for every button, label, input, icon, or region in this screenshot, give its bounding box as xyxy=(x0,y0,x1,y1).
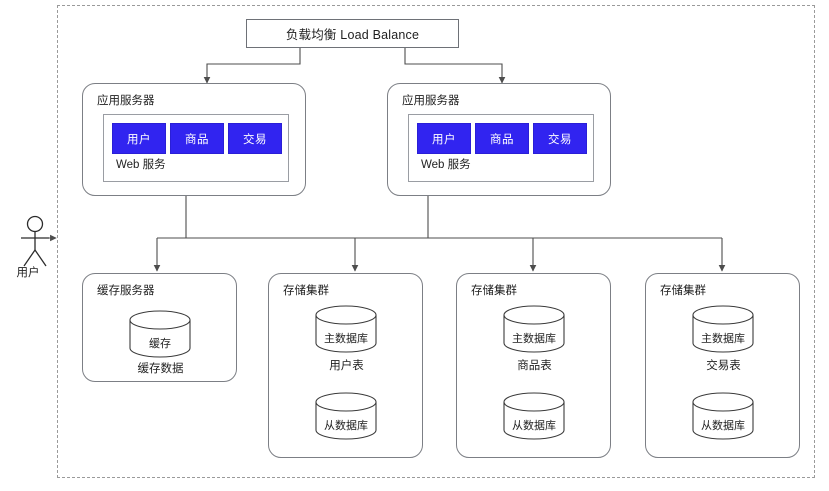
app-server-1-web-label: Web 服务 xyxy=(116,159,166,171)
service-label: 交易 xyxy=(243,133,267,146)
load-balancer-label: 负载均衡 Load Balance xyxy=(285,28,420,42)
app-server-2-web-frame: 用户 商品 交易 Web 服务 xyxy=(408,114,594,182)
service-box-product-1[interactable]: 商品 xyxy=(170,123,224,154)
storage-cluster-1-caption: 用户表 xyxy=(329,360,364,372)
service-box-user-2[interactable]: 用户 xyxy=(417,123,471,154)
service-box-user-1[interactable]: 用户 xyxy=(112,123,166,154)
app-server-1[interactable]: 应用服务器 用户 商品 交易 Web 服务 xyxy=(82,83,306,196)
storage-cluster-1[interactable]: 存储集群 主数据库 用户表 从数据库 xyxy=(268,273,423,458)
master-db-cylinder-3[interactable]: 主数据库 xyxy=(692,305,754,353)
service-label: 用户 xyxy=(432,133,456,146)
user-actor-icon xyxy=(21,215,49,267)
service-label: 商品 xyxy=(185,133,209,146)
service-label: 交易 xyxy=(548,133,572,146)
app-server-2-web-label: Web 服务 xyxy=(421,159,471,171)
system-boundary xyxy=(57,5,815,478)
service-box-transaction-2[interactable]: 交易 xyxy=(533,123,587,154)
service-label: 用户 xyxy=(127,133,151,146)
slave-db-cylinder-2[interactable]: 从数据库 xyxy=(503,392,565,440)
storage-cluster-3[interactable]: 存储集群 主数据库 交易表 从数据库 xyxy=(645,273,800,458)
service-box-product-2[interactable]: 商品 xyxy=(475,123,529,154)
cache-server[interactable]: 缓存服务器 缓存 缓存数据 xyxy=(82,273,237,382)
storage-cluster-1-title: 存储集群 xyxy=(283,285,329,297)
cache-server-title: 缓存服务器 xyxy=(97,285,155,297)
master-db-cylinder-2[interactable]: 主数据库 xyxy=(503,305,565,353)
app-server-2[interactable]: 应用服务器 用户 商品 交易 Web 服务 xyxy=(387,83,611,196)
app-server-2-title: 应用服务器 xyxy=(402,95,460,107)
service-box-transaction-1[interactable]: 交易 xyxy=(228,123,282,154)
app-server-1-web-frame: 用户 商品 交易 Web 服务 xyxy=(103,114,289,182)
storage-cluster-2-caption: 商品表 xyxy=(517,360,552,372)
storage-cluster-2[interactable]: 存储集群 主数据库 商品表 从数据库 xyxy=(456,273,611,458)
user-actor xyxy=(8,212,70,274)
storage-cluster-2-title: 存储集群 xyxy=(471,285,517,297)
slave-db-cylinder-3[interactable]: 从数据库 xyxy=(692,392,754,440)
load-balancer-node[interactable]: 负载均衡 Load Balance xyxy=(246,19,459,48)
storage-cluster-3-title: 存储集群 xyxy=(660,285,706,297)
service-label: 商品 xyxy=(490,133,514,146)
cache-caption: 缓存数据 xyxy=(137,363,184,375)
slave-db-cylinder-1[interactable]: 从数据库 xyxy=(315,392,377,440)
user-actor-label: 用户 xyxy=(16,267,40,279)
storage-cluster-3-caption: 交易表 xyxy=(706,360,741,372)
cache-cylinder[interactable]: 缓存 xyxy=(129,310,191,358)
app-server-1-title: 应用服务器 xyxy=(97,95,155,107)
master-db-cylinder-1[interactable]: 主数据库 xyxy=(315,305,377,353)
